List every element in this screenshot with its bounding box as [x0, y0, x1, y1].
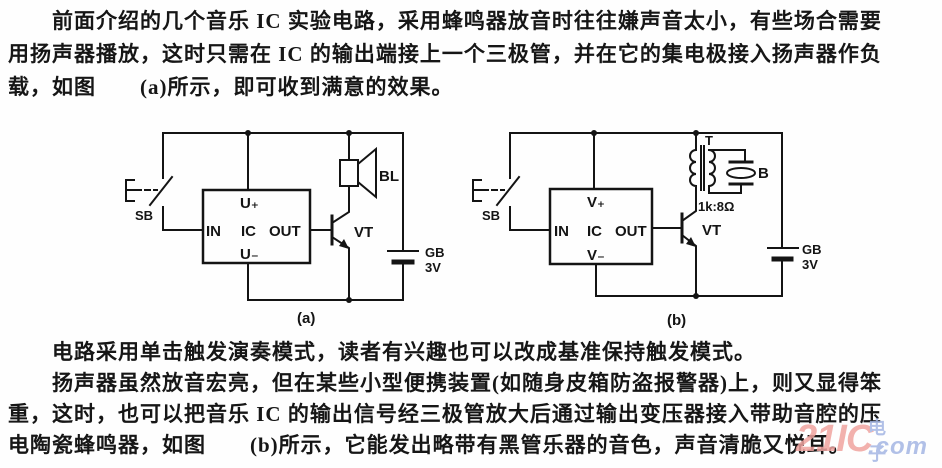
chip-label: IC	[241, 223, 256, 240]
switch-arm	[148, 175, 174, 207]
battery-voltage-label: 3V	[802, 257, 818, 272]
emitter-arrow	[686, 237, 696, 247]
ic-block: V₊ IN IC OUT V₋	[548, 187, 654, 266]
battery-name-label: GB	[802, 242, 822, 257]
junction-dot	[693, 293, 699, 299]
speaker-cone	[357, 146, 377, 200]
junction-dot	[245, 130, 251, 136]
text-line: 用扬声器播放，这时只需在 IC 的输出端接上一个三极管，并在它的集电极接入扬声器…	[8, 42, 882, 66]
switch-label: SB	[482, 208, 500, 223]
bottom-rail	[247, 262, 404, 301]
output-pin-label: OUT	[615, 223, 647, 240]
transistor-collector	[330, 185, 350, 225]
junction-dot	[591, 130, 597, 136]
paragraph-trigger-mode: 电路采用单击触发演奏模式，读者有兴趣也可以改成基准保持触发模式。	[8, 337, 934, 368]
supply-neg-label: U₋	[240, 246, 259, 263]
supply-pos-label: V₊	[587, 194, 605, 211]
speaker-coil	[339, 159, 359, 187]
paragraph-buzzer: 扬声器虽然放音宏亮，但在某些小型便携装置(如随身皮箱防盗报警器)上，则又显得笨 …	[8, 368, 934, 461]
junction-dot	[346, 297, 352, 303]
transformer-ratio-label: 1k:8Ω	[698, 199, 734, 214]
transistor-label: VT	[354, 224, 373, 241]
chip-label: IC	[587, 223, 602, 240]
transistor-symbol: VT	[330, 185, 373, 301]
switch-wire-to-input	[509, 206, 551, 231]
bottom-rail	[595, 263, 783, 297]
battery-voltage-label: 3V	[425, 260, 441, 275]
button-cap	[472, 179, 482, 202]
push-button-switch: SB	[125, 179, 158, 223]
paragraph-intro: 前面介绍的几个音乐 IC 实验电路，采用蜂鸣器放音时往往嫌声音太小，有些场合需要…	[8, 5, 934, 104]
output-pin-label: OUT	[269, 223, 301, 240]
transistor-symbol: VT	[680, 187, 721, 297]
buzzer-label: B	[758, 165, 769, 182]
circuit-figure-b: SB V₊ IN IC OUT V₋ VT T 1k:8Ω	[472, 130, 822, 329]
junction-dot	[693, 130, 699, 136]
transformer-core	[700, 145, 705, 191]
junction-dot	[346, 130, 352, 136]
text-line: 电路采用单击触发演奏模式，读者有兴趣也可以改成基准保持触发模式。	[52, 340, 756, 364]
text-line: 重，这时，也可以把音乐 IC 的输出信号经三极管放大后通过输出变压器接入带助音腔…	[8, 402, 882, 426]
emitter-arrow	[339, 239, 349, 249]
input-pin-label: IN	[554, 223, 569, 240]
battery-symbol: GB 3V	[767, 242, 822, 272]
wires	[495, 132, 783, 297]
transistor-emitter	[330, 235, 350, 301]
switch-wire-to-input	[162, 206, 204, 231]
battery-name-label: GB	[425, 245, 445, 260]
buzzer-wire-top	[708, 149, 746, 163]
ic-box	[548, 187, 654, 266]
transistor-collector	[680, 187, 697, 223]
figure-caption-a: (a)	[297, 310, 315, 327]
piezo-disc	[726, 167, 756, 179]
text-line: 扬声器虽然放音宏亮，但在某些小型便携装置(如随身皮箱防盗报警器)上，则又显得笨	[52, 371, 882, 395]
supply-pos-label: U₊	[240, 195, 259, 212]
figure-caption-b: (b)	[667, 312, 686, 329]
transistor-emitter	[680, 233, 697, 297]
buzzer-wire-bottom	[708, 183, 742, 194]
transformer-label: T	[705, 133, 713, 148]
ic-box	[201, 188, 312, 265]
transformer-symbol: T 1k:8Ω	[689, 133, 734, 214]
button-cap	[125, 179, 135, 202]
text-line: 电陶瓷蜂鸣器，如图 (b)所示，它能发出略带有黑管乐器的音色，声音清脆又悦耳。	[8, 433, 851, 457]
switch-label: SB	[135, 208, 153, 223]
text-line: 前面介绍的几个音乐 IC 实验电路，采用蜂鸣器放音时往往嫌声音太小，有些场合需要	[52, 9, 882, 33]
input-pin-label: IN	[206, 223, 221, 240]
speaker-symbol: BL	[339, 146, 399, 200]
transistor-label: VT	[702, 222, 721, 239]
battery-symbol: GB 3V	[387, 245, 445, 275]
supply-neg-label: V₋	[587, 247, 605, 264]
piezo-buzzer-symbol: B	[708, 149, 769, 194]
ic-block: U₊ IN IC OUT U₋	[201, 188, 312, 265]
secondary-winding	[707, 148, 716, 188]
primary-winding	[689, 148, 698, 188]
text-line: 载，如图 (a)所示，即可收到满意的效果。	[8, 75, 454, 99]
speaker-label: BL	[379, 168, 399, 185]
switch-arm	[495, 175, 521, 207]
circuit-figure-a: SB U₊ IN IC OUT U₋ VT BL GB 3V	[125, 130, 445, 327]
push-button-switch: SB	[472, 179, 505, 223]
